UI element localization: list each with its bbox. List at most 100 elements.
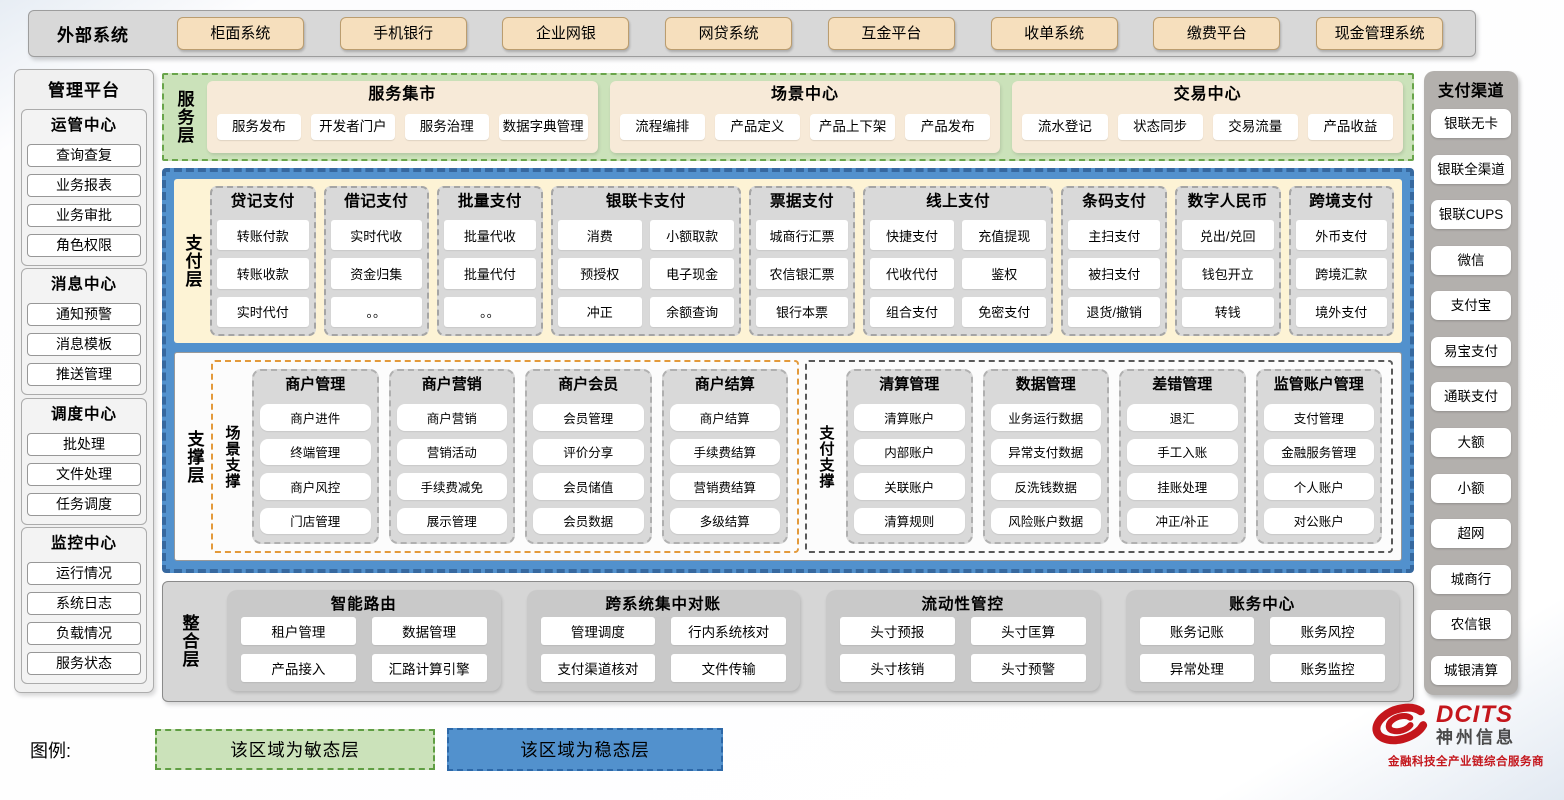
support-item-box: 内部账户 — [854, 438, 965, 465]
service-item-box: 数据字典管理 — [498, 113, 588, 140]
payment-channel-box: 银联全渠道 — [1431, 154, 1511, 184]
payment-item-box: 快捷支付 — [869, 220, 955, 251]
support-item-box: 评价分享 — [533, 438, 644, 465]
logo-brand-text: DCITS — [1436, 701, 1513, 729]
integration-panel-title: 智能路由 — [330, 596, 397, 613]
service-panel: 交易中心 流水登记状态同步交易流量产品收益 — [1012, 81, 1404, 153]
payment-channel-box: 易宝支付 — [1431, 336, 1511, 366]
payment-item-box: 转钱 — [1181, 296, 1274, 327]
payment-column-title: 借记支付 — [344, 193, 409, 210]
management-item-box: 文件处理 — [27, 462, 141, 486]
support-column: 监管账户管理 支付管理金融服务管理个人账户对公账户 — [1255, 369, 1382, 544]
service-item-box: 流程编排 — [619, 113, 705, 140]
payment-item-box: 转账收款 — [217, 258, 309, 289]
payment-item-box: 农信银汇票 — [756, 258, 848, 289]
payment-item-box: 余额查询 — [649, 296, 735, 327]
service-item-box: 流水登记 — [1022, 113, 1108, 140]
integration-panel: 跨系统集中对账 管理调度行内系统核对支付渠道核对文件传输 — [526, 590, 800, 691]
integration-item-box: 文件传输 — [671, 654, 786, 682]
payment-item-box: 冲正 — [557, 296, 642, 327]
service-panel-title: 服务集市 — [368, 86, 437, 103]
external-system-box: 手机银行 — [339, 17, 467, 50]
management-item-box: 服务状态 — [27, 652, 141, 675]
payment-channel-box: 大额 — [1431, 428, 1511, 458]
integration-item-box: 异常处理 — [1139, 654, 1255, 682]
support-item-box: 风险账户数据 — [990, 507, 1101, 534]
payment-column-title: 贷记支付 — [230, 193, 295, 210]
logo-company-text: 神州信息 — [1436, 727, 1516, 747]
payment-item-box: 跨境汇款 — [1295, 258, 1388, 289]
service-item-box: 开发者门户 — [310, 113, 395, 140]
support-item-box: 商户结算 — [669, 404, 780, 431]
integration-item-box: 头寸匡算 — [970, 617, 1086, 645]
integration-panel-items: 账务记账账务风控异常处理账务监控 — [1139, 617, 1385, 682]
payment-channel-box: 银联无卡 — [1431, 109, 1511, 138]
legend-agile-layer: 该区域为敏态层 — [155, 729, 435, 770]
payment-channel-box: 支付宝 — [1431, 291, 1511, 321]
payment-channel-box: 农信银 — [1431, 610, 1511, 640]
payment-column-title: 线上支付 — [926, 193, 991, 210]
payment-item-box: 电子现金 — [649, 258, 735, 289]
integration-layer: 整合层 智能路由 租户管理数据管理产品接入汇路计算引擎 跨系统集中对账 管理调度… — [162, 581, 1414, 702]
payment-item-box: 消费 — [557, 220, 642, 251]
service-item-box: 产品收益 — [1307, 113, 1394, 140]
management-group-title: 消息中心 — [50, 276, 117, 293]
payment-item-box: 批量代付 — [444, 258, 536, 289]
service-item-box: 产品上下架 — [810, 113, 896, 140]
external-system-box: 缴费平台 — [1153, 17, 1281, 50]
payment-channel-box: 通联支付 — [1431, 382, 1511, 412]
support-layer: 支撑层 场景支撑 商户管理 商户进件终端管理商户风控门店管理 商户营销 商户营销… — [174, 352, 1402, 561]
external-system-box: 收单系统 — [990, 17, 1118, 50]
integration-item-box: 租户管理 — [241, 617, 356, 645]
payment-column-title: 批量支付 — [457, 193, 522, 210]
management-group-title: 调度中心 — [50, 405, 117, 423]
support-item-box: 营销费结算 — [669, 473, 780, 500]
payment-item-box: 境外支付 — [1295, 296, 1388, 327]
payment-channel-box: 银联CUPS — [1431, 200, 1511, 230]
integration-panel-items: 租户管理数据管理产品接入汇路计算引擎 — [241, 617, 487, 682]
support-column-title: 商户管理 — [285, 376, 346, 393]
external-system-box: 柜面系统 — [176, 17, 304, 50]
legend-label: 图例: — [30, 740, 72, 761]
payment-item-box: 实时代收 — [330, 220, 423, 251]
payment-item-box: 。。 — [330, 296, 423, 327]
management-item-box: 查询查复 — [27, 143, 141, 167]
support-item-box: 异常支付数据 — [990, 438, 1101, 465]
support-column: 差错管理 退汇手工入账挂账处理冲正/补正 — [1119, 369, 1246, 544]
management-platform-title: 管理平台 — [48, 81, 120, 100]
service-panel-items: 流水登记状态同步交易流量产品收益 — [1022, 107, 1394, 146]
support-item-box: 清算规则 — [854, 507, 965, 534]
payment-column: 批量支付 批量代收批量代付。。 — [437, 186, 543, 336]
management-item-box: 运行情况 — [27, 562, 141, 585]
support-column-title: 监管账户管理 — [1273, 376, 1364, 393]
logo-tagline-text: 金融科技全产业链综合服务商 — [1388, 756, 1544, 768]
service-layer: 服务层 服务集市 服务发布开发者门户服务治理数据字典管理 场景中心 流程编排产品… — [162, 73, 1414, 161]
management-item-box: 业务审批 — [27, 203, 141, 227]
external-system-box: 现金管理系统 — [1316, 17, 1444, 50]
payment-item-box: 兑出/兑回 — [1181, 220, 1274, 251]
support-column-title: 数据管理 — [1015, 376, 1076, 393]
integration-panel: 流动性管控 头寸预报头寸匡算头寸核销头寸预警 — [826, 590, 1100, 691]
support-item-box: 商户进件 — [260, 404, 371, 431]
integration-item-box: 头寸预警 — [970, 654, 1086, 682]
integration-item-box: 产品接入 — [241, 654, 356, 682]
support-item-box: 终端管理 — [260, 438, 371, 465]
dcits-swirl-icon — [1372, 703, 1428, 745]
support-item-box: 对公账户 — [1263, 507, 1374, 534]
support-item-box: 展示管理 — [396, 507, 507, 534]
payment-column: 票据支付 城商行汇票农信银汇票银行本票 — [749, 186, 855, 336]
legend-stable-layer: 该区域为稳态层 — [447, 728, 723, 771]
support-item-box: 金融服务管理 — [1263, 438, 1374, 465]
support-item-box: 会员管理 — [533, 404, 644, 431]
management-item-box: 角色权限 — [27, 233, 141, 257]
payment-item-box: 转账付款 — [217, 220, 309, 251]
support-item-box: 个人账户 — [1263, 473, 1374, 500]
service-item-box: 产品定义 — [714, 113, 801, 140]
support-item-box: 门店管理 — [260, 507, 371, 534]
support-item-box: 支付管理 — [1263, 404, 1374, 431]
payment-column: 借记支付 实时代收资金归集。。 — [323, 186, 430, 336]
service-panel-title: 交易中心 — [1173, 86, 1242, 103]
integration-panel: 账务中心 账务记账账务风控异常处理账务监控 — [1125, 590, 1399, 691]
support-section: 场景支撑 商户管理 商户进件终端管理商户风控门店管理 商户营销 商户营销营销活动… — [211, 360, 799, 553]
